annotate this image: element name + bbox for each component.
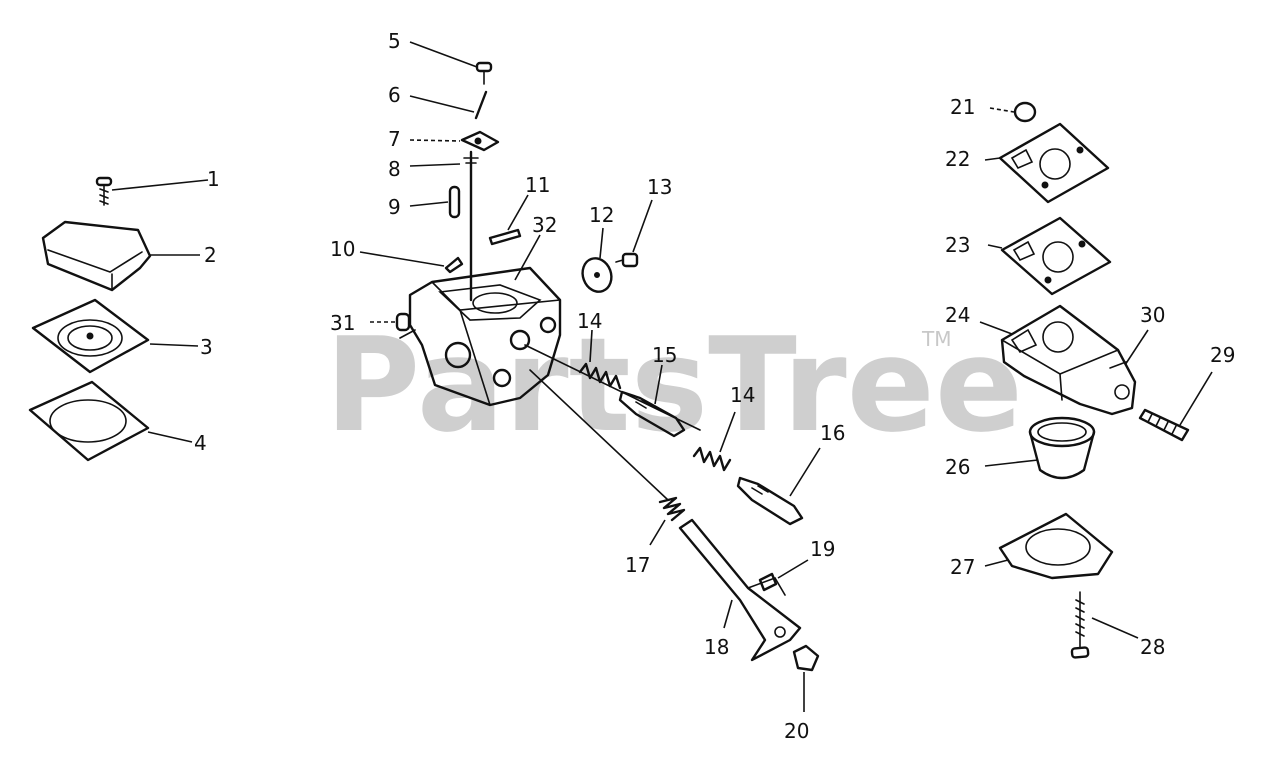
part-4-gasket	[28, 380, 193, 462]
label-part-3: 3	[200, 335, 213, 359]
watermark-trademark: TM	[921, 327, 951, 351]
label-part-26: 26	[945, 455, 970, 479]
part-28-screw	[1070, 591, 1139, 659]
label-part-11: 11	[525, 173, 550, 197]
label-part-30: 30	[1140, 303, 1165, 327]
part-26-primer-bulb	[984, 416, 1096, 480]
part-18-lever	[678, 518, 802, 662]
part-14-spring-upper	[578, 329, 622, 390]
part-29-screw	[1138, 371, 1213, 442]
label-part-21: 21	[950, 95, 975, 119]
part-12-disc	[581, 227, 613, 293]
part-5-screw	[409, 41, 493, 85]
lever-axis	[529, 369, 669, 501]
label-part-23: 23	[945, 233, 970, 257]
label-part-10: 10	[330, 237, 355, 261]
part-27-plate	[984, 512, 1114, 580]
part-14-spring-lower	[692, 411, 736, 472]
label-part-14-upper: 14	[577, 309, 602, 333]
label-part-13: 13	[647, 175, 672, 199]
part-15-needle	[618, 364, 686, 438]
part-8-washer	[409, 157, 479, 167]
part-13-screw	[615, 199, 653, 268]
label-part-17: 17	[625, 553, 650, 577]
part-10-clip	[359, 251, 464, 274]
label-part-8: 8	[388, 157, 401, 181]
label-part-20: 20	[784, 719, 809, 743]
watermark: PartsTree	[325, 309, 1023, 461]
label-part-15: 15	[652, 343, 677, 367]
part-1-screw	[95, 176, 209, 206]
label-part-31: 31	[330, 311, 355, 335]
label-part-9: 9	[388, 195, 401, 219]
part-2-cover	[41, 220, 200, 292]
label-part-22: 22	[945, 147, 970, 171]
part-9-spring	[409, 185, 461, 219]
part-7-lever	[409, 130, 500, 152]
part-32-carburetor-body	[399, 234, 562, 407]
label-part-5: 5	[388, 29, 401, 53]
label-part-18: 18	[704, 635, 729, 659]
part-3-diaphragm	[31, 298, 199, 374]
part-22-gasket	[984, 122, 1110, 204]
label-part-7: 7	[388, 127, 401, 151]
part-21-cap	[989, 101, 1037, 123]
part-19-clip	[758, 559, 809, 592]
label-part-29: 29	[1210, 343, 1235, 367]
label-part-16: 16	[820, 421, 845, 445]
part-20-nut	[792, 644, 820, 712]
part-31-plug	[370, 312, 411, 332]
label-part-19: 19	[810, 537, 835, 561]
label-part-6: 6	[388, 83, 401, 107]
part-17-spring	[649, 496, 686, 546]
part-6-pin	[409, 90, 488, 120]
part-24-pump-body	[979, 304, 1137, 416]
label-part-12: 12	[589, 203, 614, 227]
label-part-24: 24	[945, 303, 970, 327]
label-part-1: 1	[207, 167, 220, 191]
part-23-diaphragm	[987, 216, 1112, 296]
label-part-14-lower: 14	[730, 383, 755, 407]
label-part-4: 4	[194, 431, 207, 455]
part-11-pin	[488, 194, 529, 246]
label-part-28: 28	[1140, 635, 1165, 659]
label-part-2: 2	[204, 243, 217, 267]
label-part-27: 27	[950, 555, 975, 579]
label-part-32: 32	[532, 213, 557, 237]
part-16-needle	[736, 447, 821, 526]
part-30-screw	[1109, 329, 1149, 369]
